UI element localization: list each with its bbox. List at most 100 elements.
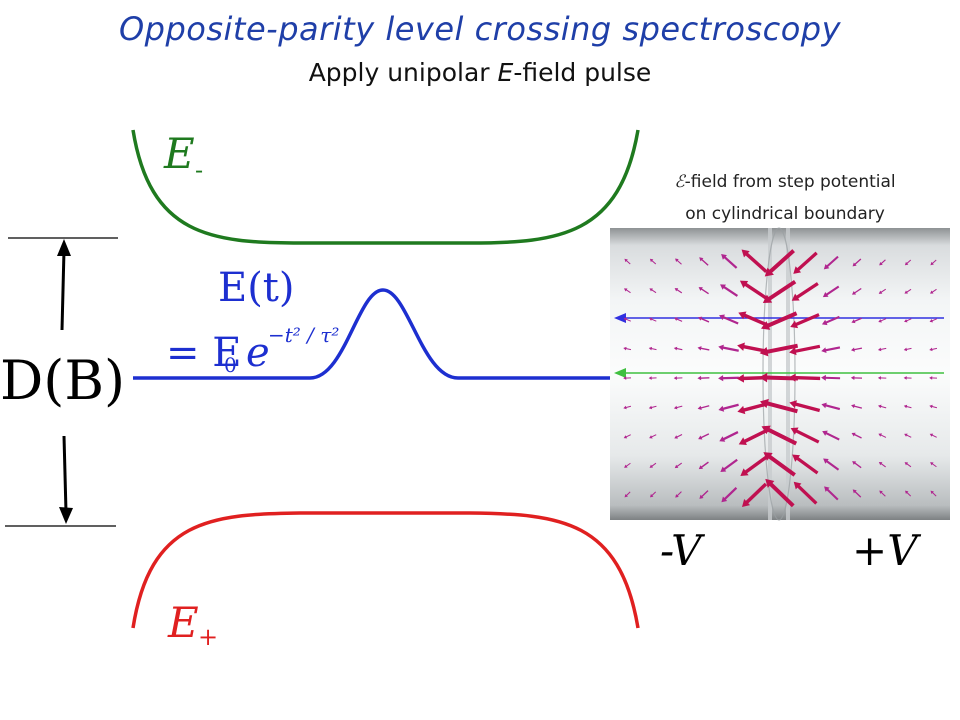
field-arrowhead: [763, 452, 773, 461]
field-arrowhead: [930, 261, 934, 266]
field-arrowhead: [720, 284, 726, 290]
field-arrowhead: [739, 280, 749, 289]
field-arrows: [623, 249, 938, 508]
field-arrowhead: [738, 311, 747, 320]
field-arrowhead: [788, 373, 796, 382]
upper-level-subscript: -: [195, 156, 203, 184]
field-arrow: [825, 487, 839, 501]
field-arrowhead: [718, 344, 724, 351]
field-arrowhead: [878, 461, 883, 466]
field-arrowhead: [904, 290, 908, 294]
field-arrow: [699, 317, 710, 323]
lower-level-curve: [131, 511, 640, 629]
field-arrow: [853, 317, 862, 323]
field-arrow: [766, 453, 796, 477]
field-arrow: [794, 455, 819, 475]
field-arrowhead: [648, 405, 653, 410]
pulse-formula-exponent: −t² / τ²: [268, 323, 339, 347]
field-arrowhead: [821, 319, 828, 326]
field-arrow: [700, 287, 709, 295]
field-arrowhead: [878, 290, 883, 294]
field-arrow: [824, 431, 840, 441]
field-arrowhead: [741, 249, 750, 258]
field-arrowhead: [850, 347, 855, 352]
field-line-blue-arrowhead: [614, 313, 626, 323]
field-arrowhead: [903, 347, 908, 352]
field-arrowhead: [789, 347, 797, 356]
field-arrow: [700, 461, 709, 469]
field-arrowhead: [624, 258, 628, 263]
field-arrow: [721, 285, 739, 297]
field-arrowhead: [903, 404, 908, 409]
field-arrowhead: [674, 317, 678, 321]
pulse-formula-line1: E(t): [218, 265, 294, 311]
field-arrowhead: [649, 493, 654, 498]
field-arrow: [743, 482, 768, 506]
field-arrowhead: [821, 402, 827, 409]
field-arrowhead: [624, 493, 628, 498]
field-arrow: [792, 401, 821, 413]
lower-level-subscript: +: [198, 623, 218, 651]
field-arrow: [853, 490, 862, 498]
field-arrowhead: [623, 288, 628, 292]
cylinder-body: [610, 228, 950, 520]
field-arrow: [794, 282, 819, 300]
field-arrow: [721, 346, 739, 352]
field-arrowhead: [673, 346, 678, 351]
field-arrow: [742, 281, 769, 301]
field-arrowhead: [759, 398, 769, 409]
field-arrowhead: [674, 435, 678, 439]
pulse-formula-sub0: 0: [224, 353, 237, 377]
field-arrow: [764, 311, 798, 329]
field-arrowhead: [697, 346, 702, 351]
upper-level-symbol: E: [163, 129, 195, 178]
field-arrow: [792, 375, 821, 381]
field-arrowhead: [903, 376, 907, 380]
field-arrowhead: [929, 376, 933, 380]
field-arrowhead: [623, 405, 627, 410]
field-arrowhead: [759, 372, 768, 383]
field-arrowhead: [699, 257, 704, 262]
field-arrowhead: [623, 346, 627, 351]
field-arrowhead: [649, 288, 653, 292]
field-arrowhead: [929, 319, 934, 323]
field-arrow: [743, 251, 768, 273]
field-arrowhead: [877, 376, 882, 380]
field-arrow: [823, 376, 841, 380]
field-arrow: [699, 405, 710, 409]
field-caption-line1-text: -field from step potential: [684, 172, 896, 192]
lower-level-symbol: E: [167, 598, 199, 647]
field-arrow: [722, 458, 738, 472]
field-arrowhead: [697, 405, 702, 411]
field-arrow: [741, 312, 770, 328]
field-arrowhead: [718, 375, 724, 382]
field-arrowhead: [648, 346, 653, 351]
field-arrow: [721, 431, 739, 441]
upper-level-curve: [131, 129, 640, 245]
field-arrow: [763, 343, 799, 355]
field-arrowhead: [851, 432, 856, 437]
field-arrow: [742, 455, 769, 475]
subtitle-suffix: -field pulse: [513, 58, 652, 87]
field-arrow: [699, 433, 710, 439]
field-arrow: [853, 258, 862, 266]
field-arrow: [721, 376, 739, 380]
potential-right-label: +V: [852, 526, 921, 575]
field-arrow: [853, 287, 862, 295]
upper-level-label: E: [163, 129, 195, 178]
field-arrowhead: [649, 317, 653, 321]
field-arrow: [722, 255, 738, 269]
field-arrow: [721, 315, 739, 325]
field-arrowhead: [852, 262, 857, 267]
field-arrowhead: [905, 490, 909, 495]
field-arrow: [700, 258, 709, 266]
field-arrowhead: [623, 317, 628, 321]
field-arrowhead: [822, 291, 829, 298]
field-arrowhead: [698, 435, 703, 440]
field-arrowhead: [719, 314, 725, 321]
field-arrowhead: [761, 321, 771, 330]
field-arrowhead: [852, 489, 857, 494]
field-arrow: [792, 344, 821, 354]
field-arrowhead: [821, 347, 827, 354]
field-arrowhead: [765, 478, 775, 488]
